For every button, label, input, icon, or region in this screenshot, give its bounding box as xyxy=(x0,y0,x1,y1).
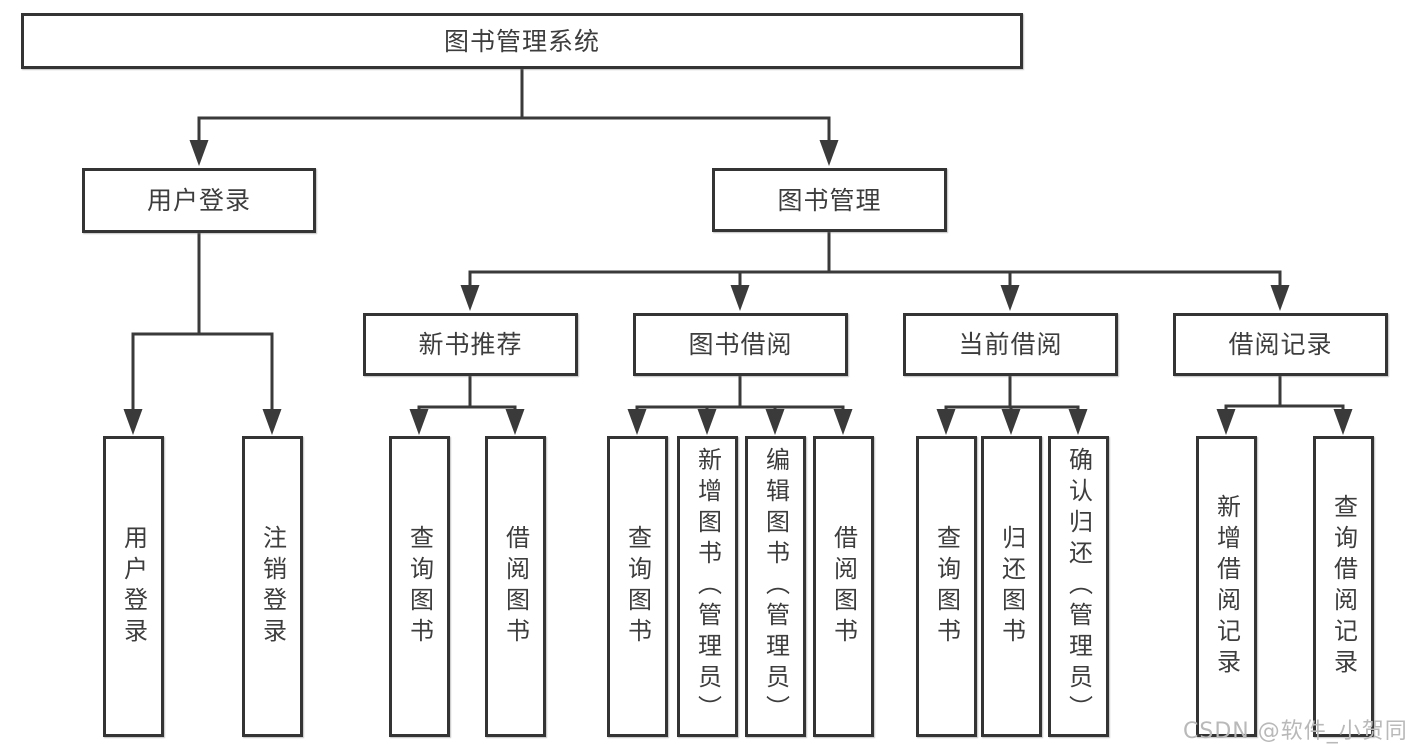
node-label: 图书管理系统 xyxy=(443,26,600,56)
leaf-user-login: 用户登录 xyxy=(103,436,164,737)
node-label: 用户登录 xyxy=(146,186,251,215)
leaf-edit-book-admin: 编辑图书（管理员） xyxy=(745,436,806,737)
arrowheads xyxy=(123,140,1353,435)
leaf-label: 注销登录 xyxy=(258,524,287,649)
node-new-book-recommend: 新书推荐 xyxy=(363,313,578,376)
leaf-label: 查询图书 xyxy=(405,524,434,649)
leaf-query-borrow-record: 查询借阅记录 xyxy=(1313,436,1374,737)
leaf-label: 编辑图书（管理员） xyxy=(761,447,790,726)
leaf-label: 借阅图书 xyxy=(829,524,858,649)
node-label: 图书管理 xyxy=(777,185,882,215)
node-label: 借阅记录 xyxy=(1228,330,1333,359)
connector-userlogin-to-leaves xyxy=(131,233,274,411)
node-label: 新书推荐 xyxy=(418,330,523,359)
leaf-add-book-admin: 新增图书（管理员） xyxy=(677,436,738,737)
node-label: 当前借阅 xyxy=(958,330,1063,359)
node-user-login: 用户登录 xyxy=(82,168,316,233)
leaf-return-book: 归还图书 xyxy=(981,436,1042,737)
leaf-logout-login: 注销登录 xyxy=(242,436,303,737)
leaf-query-books-recommend: 查询图书 xyxy=(389,436,450,737)
leaf-add-borrow-record: 新增借阅记录 xyxy=(1196,436,1257,737)
leaf-borrow-books: 借阅图书 xyxy=(813,436,874,737)
connector-bookborrow-to-leaves xyxy=(635,376,845,412)
node-book-management: 图书管理 xyxy=(712,168,947,232)
connector-root-to-level2 xyxy=(197,69,831,141)
leaf-label: 新增借阅记录 xyxy=(1212,493,1241,680)
leaf-label: 查询图书 xyxy=(932,524,961,649)
leaf-label: 用户登录 xyxy=(119,524,148,649)
leaf-query-books-borrow: 查询图书 xyxy=(607,436,668,737)
leaf-borrow-books-recommend: 借阅图书 xyxy=(485,436,546,737)
leaf-label: 确认归还（管理员） xyxy=(1064,447,1093,726)
leaf-label: 新增图书（管理员） xyxy=(693,447,722,726)
node-book-borrow: 图书借阅 xyxy=(633,313,848,376)
connector-records-to-leaves xyxy=(1224,375,1345,412)
node-library-management-system: 图书管理系统 xyxy=(21,13,1023,69)
csdn-watermark: CSDN @软件_小贺同学 xyxy=(1183,719,1405,744)
leaf-query-books-current: 查询图书 xyxy=(916,436,977,737)
leaf-label: 归还图书 xyxy=(997,524,1026,649)
node-borrow-records: 借阅记录 xyxy=(1173,313,1388,376)
leaf-label: 查询借阅记录 xyxy=(1329,493,1358,680)
node-label: 图书借阅 xyxy=(688,330,793,359)
node-current-borrow: 当前借阅 xyxy=(903,313,1118,376)
connector-bookmgmt-to-level3 xyxy=(468,232,1282,288)
leaf-label: 查询图书 xyxy=(623,524,652,649)
leaf-confirm-return-admin: 确认归还（管理员） xyxy=(1048,436,1109,737)
leaf-label: 借阅图书 xyxy=(501,524,530,649)
connector-newbook-to-leaves xyxy=(417,376,517,412)
connector-currentborrow-to-leaves xyxy=(944,376,1080,412)
